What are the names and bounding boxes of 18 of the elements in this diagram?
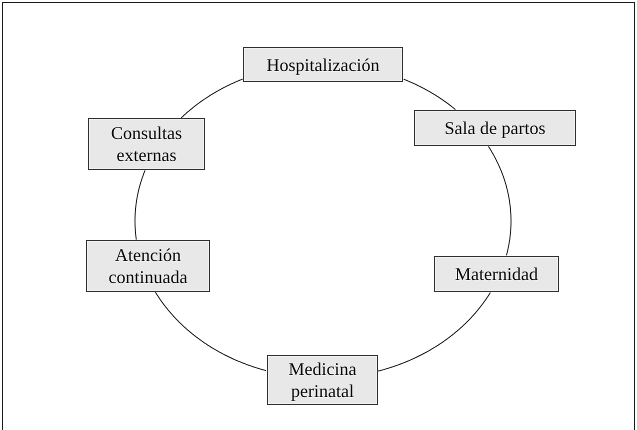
circle-arc: [488, 146, 512, 256]
service-box: [434, 256, 559, 292]
circle-arc: [154, 292, 267, 372]
circle-arc: [378, 292, 491, 372]
circle-arc: [403, 78, 456, 110]
box-label: Medicina perinatal: [288, 358, 358, 402]
box-label: Consultas externas: [110, 122, 183, 166]
box-label: Maternidad: [455, 263, 538, 285]
circle-arc: [180, 78, 244, 118]
service-box: [88, 118, 205, 170]
circle-arc: [134, 170, 146, 240]
service-box: [243, 47, 403, 82]
box-label: Atención continuada: [108, 244, 188, 288]
service-box: [414, 110, 576, 146]
box-label: Sala de partos: [444, 117, 546, 139]
box-label: Hospitalización: [266, 54, 380, 76]
service-box: [86, 240, 210, 292]
service-box: [267, 355, 378, 405]
